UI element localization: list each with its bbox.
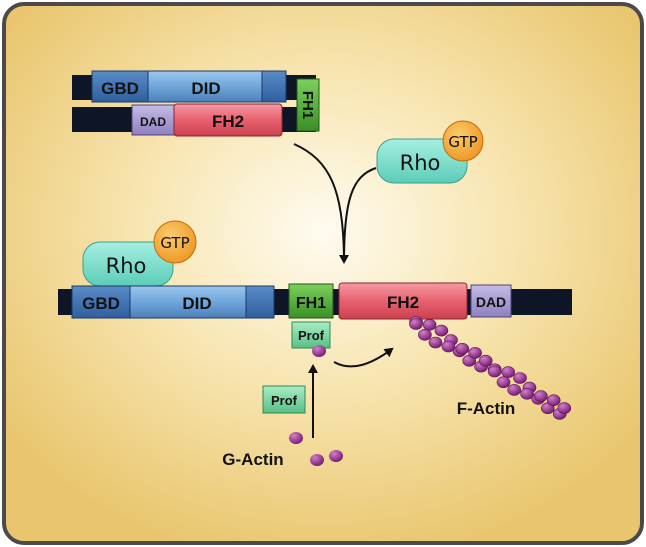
did-end-cap (261, 70, 287, 103)
f-actin-subunit (428, 336, 443, 349)
g-actin-label: G-Actin (222, 450, 283, 469)
active-did-label: DID (182, 294, 211, 313)
activation-arrow-right (339, 167, 377, 264)
f-actin-subunit (422, 318, 437, 331)
f-actin-subunit (487, 365, 502, 378)
profilin-bound-box (291, 321, 331, 349)
gbd-domain (91, 70, 149, 103)
f-actin-subunit (520, 387, 534, 400)
f-actin-subunit (434, 324, 449, 337)
gtp-label: GTP (448, 133, 477, 151)
bound-gtp-circle (153, 220, 197, 264)
did-label: DID (191, 79, 220, 98)
f-actin-label: F-Actin (457, 399, 516, 418)
rho-label: Rho (400, 151, 441, 175)
f-actin-subunit (441, 340, 456, 353)
f-actin-subunit (534, 390, 548, 402)
f-actin-filament (409, 316, 572, 420)
profilin-bound-label: Prof (298, 328, 325, 343)
fh1-domain (296, 78, 320, 132)
activation-arrow-left (293, 143, 345, 263)
f-actin-subunit (507, 384, 522, 396)
bound-gtp-label: GTP (160, 234, 189, 252)
actin-monomer-on-profilin (312, 345, 326, 357)
g-actin-monomer (289, 432, 303, 444)
fh1-label: FH1 (299, 91, 316, 119)
dad-label: DAD (140, 115, 166, 129)
fh2-domain (173, 103, 283, 137)
gbd-label: GBD (101, 79, 139, 98)
autoinhibited-formin: GBD DID DAD FH2 FH1 (72, 70, 320, 137)
delivery-arrow (333, 347, 394, 368)
f-actin-subunit (409, 318, 423, 330)
g-actin-monomer (310, 454, 324, 466)
bound-rho-gtp: Rho GTP (82, 220, 197, 287)
free-rho-gtp: Rho GTP (376, 120, 484, 184)
f-actin-subunit (455, 342, 470, 355)
active-did-end-cap (245, 285, 275, 319)
f-actin-subunit (418, 328, 432, 341)
f-actin-subunit (478, 354, 493, 367)
active-fh2-domain (338, 282, 468, 320)
bound-rho-label: Rho (106, 254, 147, 278)
active-formin: GBD DID FH1 FH2 DAD (58, 282, 572, 320)
f-actin-subunit (501, 366, 516, 378)
active-dad-label: DAD (476, 294, 506, 310)
gtp-circle (442, 120, 484, 162)
profilin-free-label: Prof (271, 393, 298, 408)
f-actin-subunit (546, 394, 561, 407)
active-gbd-label: GBD (82, 294, 120, 313)
active-gbd-domain (71, 285, 131, 319)
fh2-label: FH2 (212, 112, 244, 131)
active-fh1-label: FH1 (296, 295, 326, 312)
g-actin-monomer (329, 450, 343, 462)
f-actin-subunit (513, 372, 527, 384)
profilin-free-box (262, 385, 306, 414)
active-fh2-label: FH2 (387, 293, 419, 312)
active-dad-domain (470, 284, 512, 318)
f-actin-subunit (468, 347, 482, 359)
f-actin-subunit (557, 402, 572, 414)
active-fh1-domain (288, 283, 334, 319)
f-actin-subunit (496, 376, 511, 389)
